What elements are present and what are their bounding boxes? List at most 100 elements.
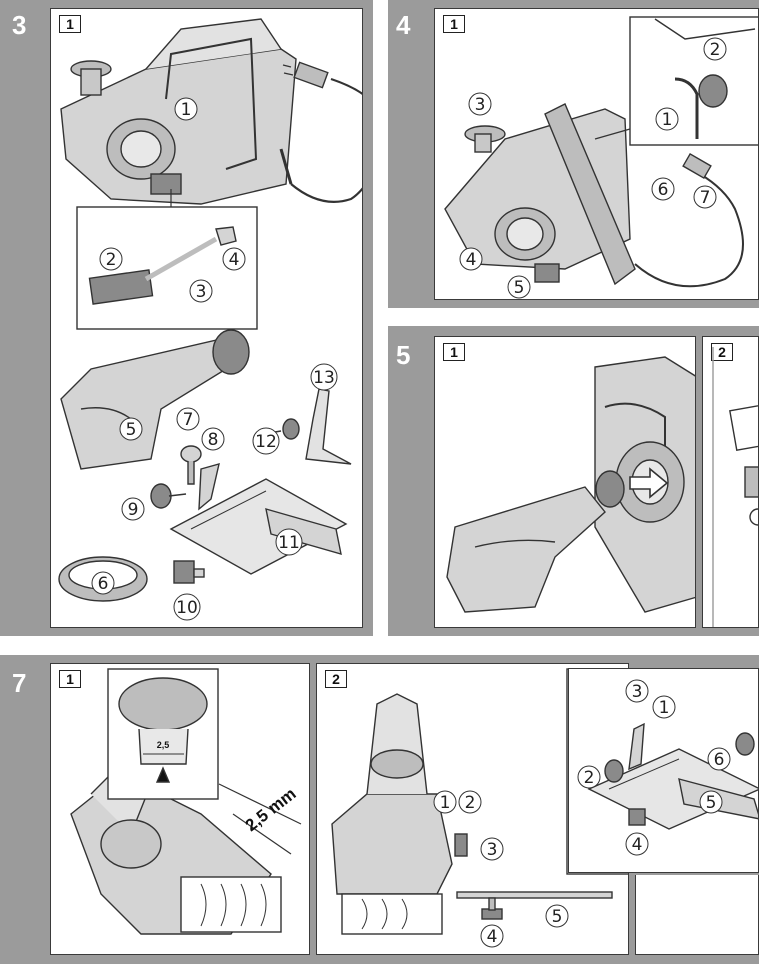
svg-text:8: 8: [208, 430, 219, 450]
section-4-illustration: 1 2 3 4 5 6 7: [444, 16, 758, 299]
panel-number: 1: [59, 15, 81, 33]
callout-6: 6: [707, 747, 731, 771]
gauge-scale-label: 2,5: [157, 740, 170, 750]
svg-text:3: 3: [487, 840, 498, 860]
callout-5: 5: [507, 275, 531, 299]
svg-text:10: 10: [176, 598, 198, 618]
callout-5: 5: [699, 790, 723, 814]
planer-icon: [444, 103, 636, 286]
callout-7: 7: [176, 407, 200, 431]
section-number-4: 4: [396, 10, 411, 40]
svg-text:5: 5: [514, 278, 525, 298]
svg-text:1: 1: [659, 698, 670, 718]
section-5-illustration: [446, 356, 695, 613]
section-5-panel-1: 1: [434, 336, 696, 628]
callout-3: 3: [625, 679, 649, 703]
planer-icon: [331, 693, 453, 895]
callout-7: 7: [693, 185, 717, 209]
callout-4: 4: [480, 924, 504, 948]
svg-text:11: 11: [278, 533, 300, 553]
svg-text:12: 12: [255, 432, 277, 452]
section-3-illustration: 1 2 3 4 5 6 7 8 9 10 11 12 13: [58, 18, 362, 621]
callout-10: 10: [173, 593, 201, 621]
svg-text:6: 6: [98, 574, 109, 594]
arrow-icon: [629, 467, 669, 499]
callout-5: 5: [545, 904, 569, 928]
workpiece-icon: [180, 876, 282, 933]
callout-4: 4: [459, 247, 483, 271]
callout-9: 9: [121, 497, 145, 521]
section-3-panel-1: 1: [50, 8, 363, 628]
svg-text:1: 1: [662, 110, 673, 130]
callout-2: 2: [577, 765, 601, 789]
dust-bag-icon: [60, 329, 250, 470]
section-4-panel-1: 1 1 2 3 4 5 6 7: [434, 8, 759, 300]
callout-3: 3: [480, 837, 504, 861]
callout-3: 3: [468, 92, 492, 116]
callout-5: 5: [119, 417, 143, 441]
svg-text:2: 2: [465, 793, 476, 813]
panel-number: 2: [325, 670, 347, 688]
svg-text:13: 13: [313, 368, 335, 388]
handle-inset: [594, 16, 758, 146]
workpiece-icon: [341, 893, 443, 935]
callout-12: 12: [252, 427, 280, 455]
svg-text:2: 2: [106, 250, 117, 270]
section-7-panel-1: 1 2,5 2,5 mm: [50, 663, 310, 955]
section-5-panel-2-illustration: [712, 347, 758, 627]
section-7-inset-fence: 1 2 3 4 5 6: [568, 668, 759, 873]
svg-text:1: 1: [440, 793, 451, 813]
adjustment-knob-icon: [604, 722, 755, 826]
panel-number: 1: [443, 15, 465, 33]
section-7-panel-1-illustration: 2,5 2,5 mm: [70, 668, 302, 935]
callout-1: 1: [655, 107, 679, 131]
adjustment-knob-icon: [173, 560, 205, 584]
svg-text:7: 7: [183, 410, 194, 430]
section-5-panel-2: 2: [702, 336, 759, 628]
svg-text:5: 5: [552, 907, 563, 927]
svg-text:4: 4: [632, 835, 643, 855]
callout-11: 11: [275, 528, 303, 556]
callout-6: 6: [91, 571, 115, 595]
guide-fence-icon: [169, 478, 348, 575]
svg-text:6: 6: [658, 180, 669, 200]
svg-text:7: 7: [700, 188, 711, 208]
svg-text:4: 4: [487, 927, 498, 947]
svg-text:5: 5: [126, 420, 137, 440]
svg-text:2: 2: [584, 768, 595, 788]
section-7-inset-illustration: 1 2 3 4 5 6: [577, 679, 758, 856]
svg-text:4: 4: [229, 250, 240, 270]
dust-bag-icon: [446, 470, 625, 613]
callout-1: 1: [174, 97, 198, 121]
panel-number: 1: [59, 670, 81, 688]
callout-6: 6: [651, 177, 675, 201]
dimension-label: 2,5 mm: [242, 784, 300, 835]
svg-text:3: 3: [196, 282, 207, 302]
section-number-3: 3: [12, 10, 27, 40]
svg-text:2: 2: [710, 40, 721, 60]
svg-text:3: 3: [475, 95, 486, 115]
panel-number: 2: [711, 343, 733, 361]
callout-2: 2: [99, 247, 123, 271]
callout-4: 4: [625, 832, 649, 856]
svg-text:4: 4: [466, 250, 477, 270]
power-cord-icon: [634, 152, 744, 288]
callout-2: 2: [703, 37, 727, 61]
section-number-7: 7: [12, 668, 27, 698]
callout-8: 8: [201, 427, 225, 451]
callout-4: 4: [222, 247, 246, 271]
svg-text:3: 3: [632, 682, 643, 702]
section-number-5: 5: [396, 340, 411, 370]
power-cord-icon: [282, 61, 362, 203]
svg-text:1: 1: [181, 100, 192, 120]
svg-text:5: 5: [706, 793, 717, 813]
svg-text:6: 6: [714, 750, 725, 770]
callout-2: 2: [458, 790, 482, 814]
planer-icon: [60, 18, 297, 205]
adjustment-knob-icon: [107, 668, 219, 800]
callout-3: 3: [189, 279, 213, 303]
svg-text:9: 9: [128, 500, 139, 520]
callout-1: 1: [433, 790, 457, 814]
panel-number: 1: [443, 343, 465, 361]
callout-1: 1: [652, 695, 676, 719]
